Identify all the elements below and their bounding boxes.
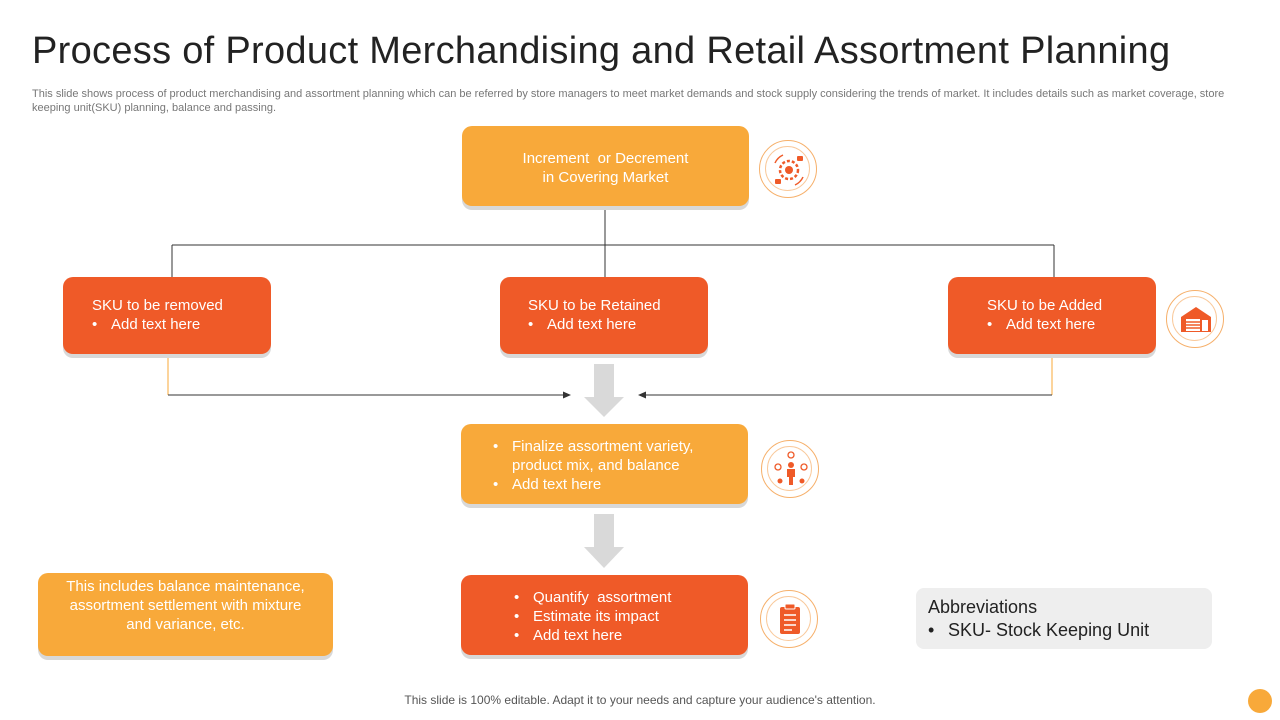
finalize-bullet-1: Finalize assortment variety, product mix… bbox=[493, 437, 738, 475]
sku-retained-bullet: Add text here bbox=[528, 315, 708, 334]
sku-added-box: SKU to be Added Add text here bbox=[948, 277, 1156, 354]
down-arrow-1 bbox=[584, 364, 624, 417]
abbreviation-item: SKU- Stock Keeping Unit bbox=[928, 619, 1200, 642]
market-coverage-line2: in Covering Market bbox=[542, 169, 669, 186]
footer-note: This slide is 100% editable. Adapt it to… bbox=[404, 693, 876, 707]
sku-retained-box: SKU to be Retained Add text here bbox=[500, 277, 708, 354]
arrowhead-left bbox=[563, 391, 571, 399]
gear-hands-icon bbox=[759, 140, 817, 198]
abbreviations-box: Abbreviations SKU- Stock Keeping Unit bbox=[916, 588, 1212, 649]
store-icon bbox=[1166, 290, 1224, 348]
quantify-assortment-box: Quantify assortment Estimate its impact … bbox=[461, 575, 748, 655]
finalize-assortment-box: Finalize assortment variety, product mix… bbox=[461, 424, 748, 504]
sku-retained-heading: SKU to be Retained bbox=[528, 297, 661, 314]
arrowhead-right bbox=[638, 391, 646, 399]
quantify-bullet-2: Estimate its impact bbox=[514, 607, 738, 626]
down-arrow-2 bbox=[584, 514, 624, 568]
quantify-bullet-1: Quantify assortment bbox=[514, 588, 738, 607]
sku-removed-box: SKU to be removed Add text here bbox=[63, 277, 271, 354]
sku-removed-heading: SKU to be removed bbox=[92, 297, 223, 314]
person-network-icon bbox=[761, 440, 819, 498]
market-coverage-box: Increment or Decrement in Covering Marke… bbox=[462, 126, 749, 206]
sku-removed-bullet: Add text here bbox=[92, 315, 271, 334]
abbreviations-heading: Abbreviations bbox=[928, 597, 1038, 617]
sku-added-heading: SKU to be Added bbox=[987, 297, 1103, 314]
clipboard-icon bbox=[760, 590, 818, 648]
market-coverage-line1: Increment or Decrement bbox=[522, 150, 689, 167]
corner-dot bbox=[1248, 689, 1272, 713]
page-title: Process of Product Merchandising and Ret… bbox=[32, 30, 1171, 72]
page-subtitle: This slide shows process of product merc… bbox=[32, 88, 1225, 114]
finalize-bullet-2: Add text here bbox=[493, 475, 738, 494]
balance-note-text: This includes balance maintenance, assor… bbox=[66, 578, 305, 633]
balance-note-box: This includes balance maintenance, assor… bbox=[38, 573, 333, 656]
sku-added-bullet: Add text here bbox=[987, 315, 1156, 334]
quantify-bullet-3: Add text here bbox=[514, 626, 738, 645]
